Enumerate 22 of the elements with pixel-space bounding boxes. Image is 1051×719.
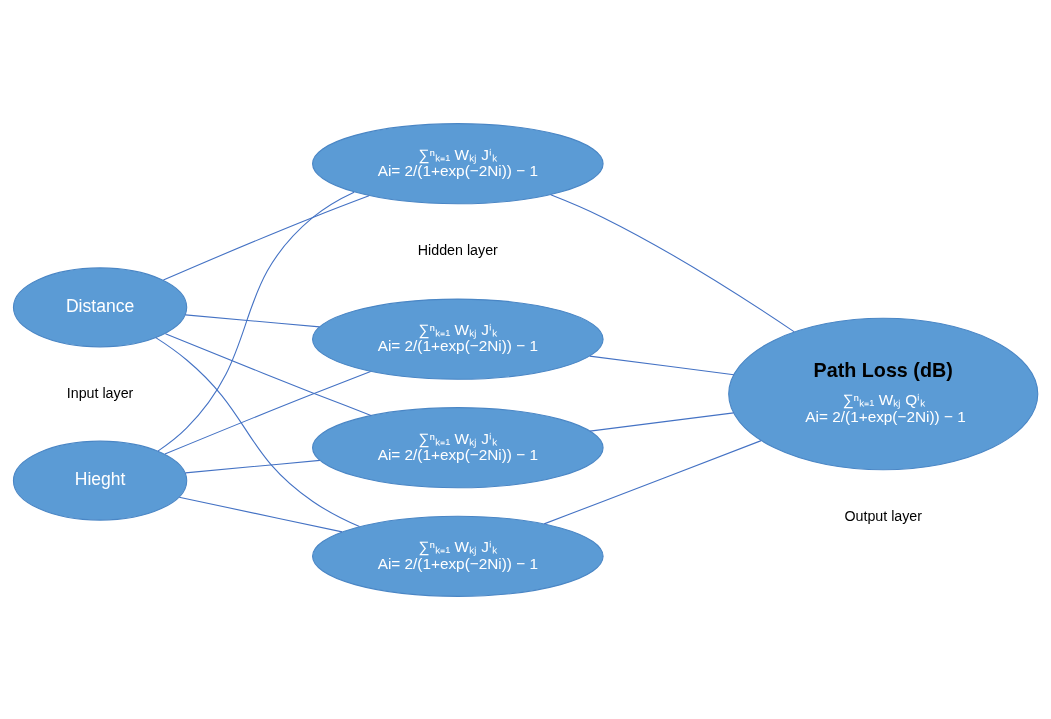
node-ellipse: Distance [12,266,188,347]
connector [550,193,795,332]
connector [162,194,370,281]
connector [178,496,343,532]
connector [543,439,762,524]
node-ellipse: ∑ⁿₖ₌₁ Wₖⱼ Jⁱₖ Ai= 2/(1+exp(−2Ni)) − 1 [312,406,604,488]
node-ellipse: Hieght [12,440,188,521]
node-ellipse: ∑ⁿₖ₌₁ Wₖⱼ Jⁱₖ Ai= 2/(1+exp(−2Ni)) − 1 [312,298,604,380]
label: Input layer [66,384,134,401]
node-ellipse: ∑ⁿₖ₌₁ Wₖⱼ Jⁱₖ Ai= 2/(1+exp(−2Ni)) − 1 [312,122,604,204]
connector [164,370,372,455]
label: Output layer [844,507,923,524]
connector [184,459,321,473]
connector [184,313,321,327]
label: Hidden layer [417,241,498,258]
connector [589,411,735,432]
connector [155,336,360,527]
connector [164,332,372,416]
connector [157,191,355,452]
connector [589,355,735,375]
node-ellipse: ∑ⁿₖ₌₁ Wₖⱼ Jⁱₖ Ai= 2/(1+exp(−2Ni)) − 1 [312,515,604,597]
node-ellipse: Path Loss (dB) ∑ⁿₖ₌₁ Wₖⱼ Qⁱₖ Ai= 2/(1+exp(−2Ni)) − 1 [728,317,1039,470]
